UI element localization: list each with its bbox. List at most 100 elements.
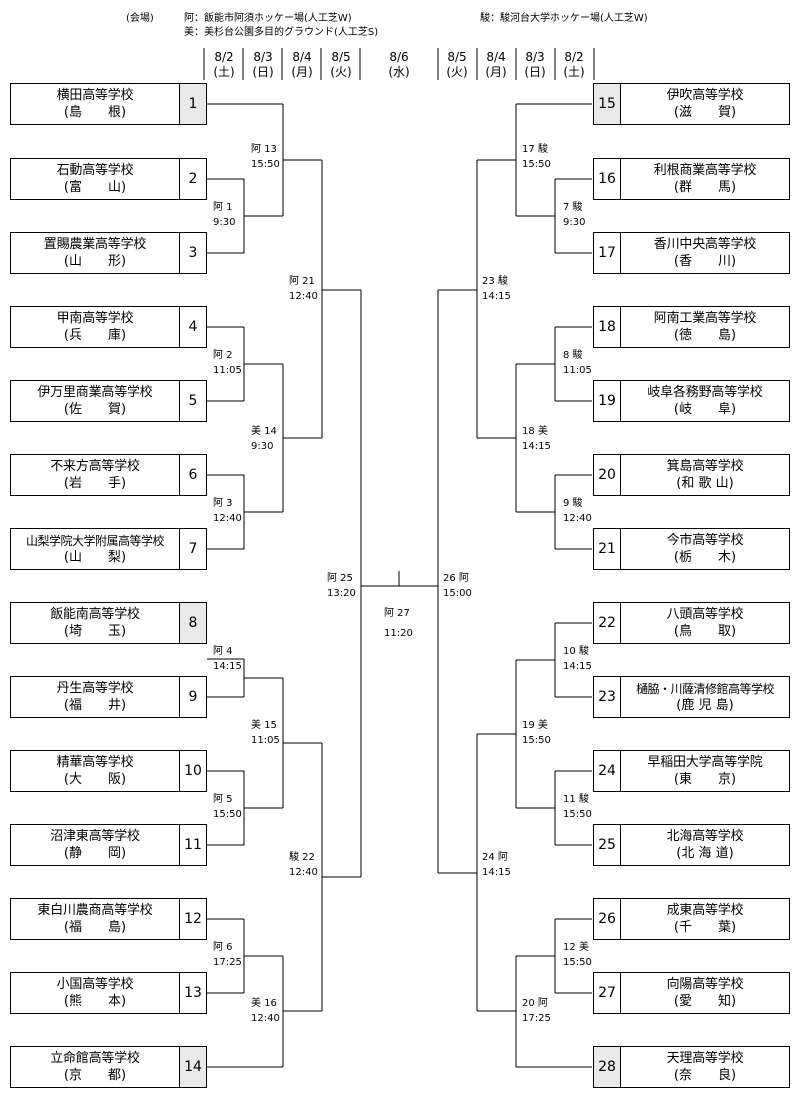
seed-number: 19: [593, 380, 621, 422]
date-right-2: 8/4(月): [477, 50, 515, 82]
weekday: (火): [330, 65, 352, 79]
match-number: 17 駿: [522, 144, 548, 155]
weekday: (日): [252, 65, 274, 79]
date: 8/2: [214, 50, 234, 64]
match-number: 19 美: [522, 720, 548, 731]
team-prefecture: (福 島): [63, 920, 127, 935]
seed-number: 28: [593, 1046, 621, 1088]
date-left-1: 8/2(土): [205, 50, 243, 82]
team-name: 利根商業高等学校: [653, 163, 757, 178]
team-prefecture: (兵 庫): [63, 328, 127, 343]
team-box: 立命館高等学校(京 都): [10, 1046, 180, 1088]
team-prefecture: (北 海 道): [676, 846, 734, 861]
date: 8/3: [525, 50, 545, 64]
weekday: (水): [388, 65, 410, 79]
match-number: 阿 2: [213, 350, 233, 361]
seed-number: 9: [179, 676, 207, 718]
match-time: 17:25: [522, 1013, 551, 1024]
seed-number: 2: [179, 158, 207, 200]
team-box: 山梨学院大学附属高等学校(山 梨): [10, 528, 180, 570]
team-box: 置賜農業高等学校(山 形): [10, 232, 180, 274]
seed-number: 14: [179, 1046, 207, 1088]
match-time: 9:30: [251, 441, 274, 452]
team-box: 今市高等学校(栃 木): [620, 528, 790, 570]
team-name: 伊万里商業高等学校: [37, 385, 153, 400]
seed-number: 15: [593, 83, 621, 125]
match-number: 駿 22: [289, 852, 315, 863]
match-number: 10 駿: [563, 646, 589, 657]
match-20-label: 20 阿 17:25: [522, 996, 551, 1026]
venue-legend-a: 阿：飯能市阿須ホッケー場(人工芝W): [184, 13, 352, 24]
match-time: 11:05: [251, 735, 280, 746]
match-time: 14:15: [213, 661, 242, 672]
seed-number: 26: [593, 898, 621, 940]
team-name: 立命館高等学校: [50, 1051, 140, 1066]
seed-number: 12: [179, 898, 207, 940]
team-name: 東白川農商高等学校: [37, 903, 153, 918]
match-time: 15:50: [563, 957, 592, 968]
match-number: 阿 1: [213, 202, 233, 213]
weekday: (月): [291, 65, 313, 79]
team-name: 今市高等学校: [666, 533, 744, 548]
weekday: (日): [524, 65, 546, 79]
team-prefecture: (福 井): [63, 698, 127, 713]
team-name: 向陽高等学校: [666, 977, 744, 992]
team-box: 箕島高等学校(和 歌 山): [620, 454, 790, 496]
match-number: 20 阿: [522, 998, 548, 1009]
team-box: 東白川農商高等学校 (福 島): [10, 898, 180, 940]
match-time: 12:40: [563, 513, 592, 524]
team-box: 成東高等学校(千 葉): [620, 898, 790, 940]
team-name: 香川中央高等学校: [653, 237, 757, 252]
date-left-3: 8/4(月): [283, 50, 321, 82]
match-number: 阿 21: [289, 276, 315, 287]
team-prefecture: (東 京): [673, 772, 737, 787]
match-time: 11:05: [563, 365, 592, 376]
team-prefecture: (島 根): [63, 105, 127, 120]
date: 8/4: [486, 50, 506, 64]
team-box: 小国高等学校(熊 本): [10, 972, 180, 1014]
date-left-4: 8/5(火): [322, 50, 360, 82]
seed-number: 18: [593, 306, 621, 348]
match-time: 12:40: [289, 867, 318, 878]
team-box: 石動高等学校(富 山): [10, 158, 180, 200]
match-22-label: 駿 22 12:40: [289, 850, 318, 880]
date-center: 8/6(水): [361, 50, 437, 82]
match-time: 13:20: [327, 588, 356, 599]
match-time: 15:00: [443, 588, 472, 599]
team-box: 不来方高等学校(岩 手): [10, 454, 180, 496]
match-number: 阿 4: [213, 646, 233, 657]
team-prefecture: (鹿 児 島): [676, 698, 734, 713]
team-name: 阿南工業高等学校: [653, 311, 757, 326]
seed-number: 24: [593, 750, 621, 792]
date: 8/4: [292, 50, 312, 64]
match-number: 7 駿: [563, 202, 583, 213]
match-number: 阿 3: [213, 498, 233, 509]
match-number: 26 阿: [443, 573, 469, 584]
team-box: 樋脇・川薩清修館高等学校(鹿 児 島): [620, 676, 790, 718]
match-time: 14:15: [482, 291, 511, 302]
team-box: 北海高等学校(北 海 道): [620, 824, 790, 866]
team-name: 横田高等学校: [56, 88, 134, 103]
match-number: 23 駿: [482, 276, 508, 287]
team-name: 丹生高等学校: [56, 681, 134, 696]
date-right-4: 8/2(土): [555, 50, 593, 82]
match-number: 阿 27: [384, 608, 410, 619]
weekday: (土): [563, 65, 585, 79]
team-name: 飯能南高等学校: [50, 607, 140, 622]
team-box: 伊吹高等学校(滋 賀): [620, 83, 790, 125]
team-box: 天理高等学校(奈 良): [620, 1046, 790, 1088]
team-prefecture: (奈 良): [673, 1068, 737, 1083]
team-prefecture: (千 葉): [673, 920, 737, 935]
seed-number: 5: [179, 380, 207, 422]
